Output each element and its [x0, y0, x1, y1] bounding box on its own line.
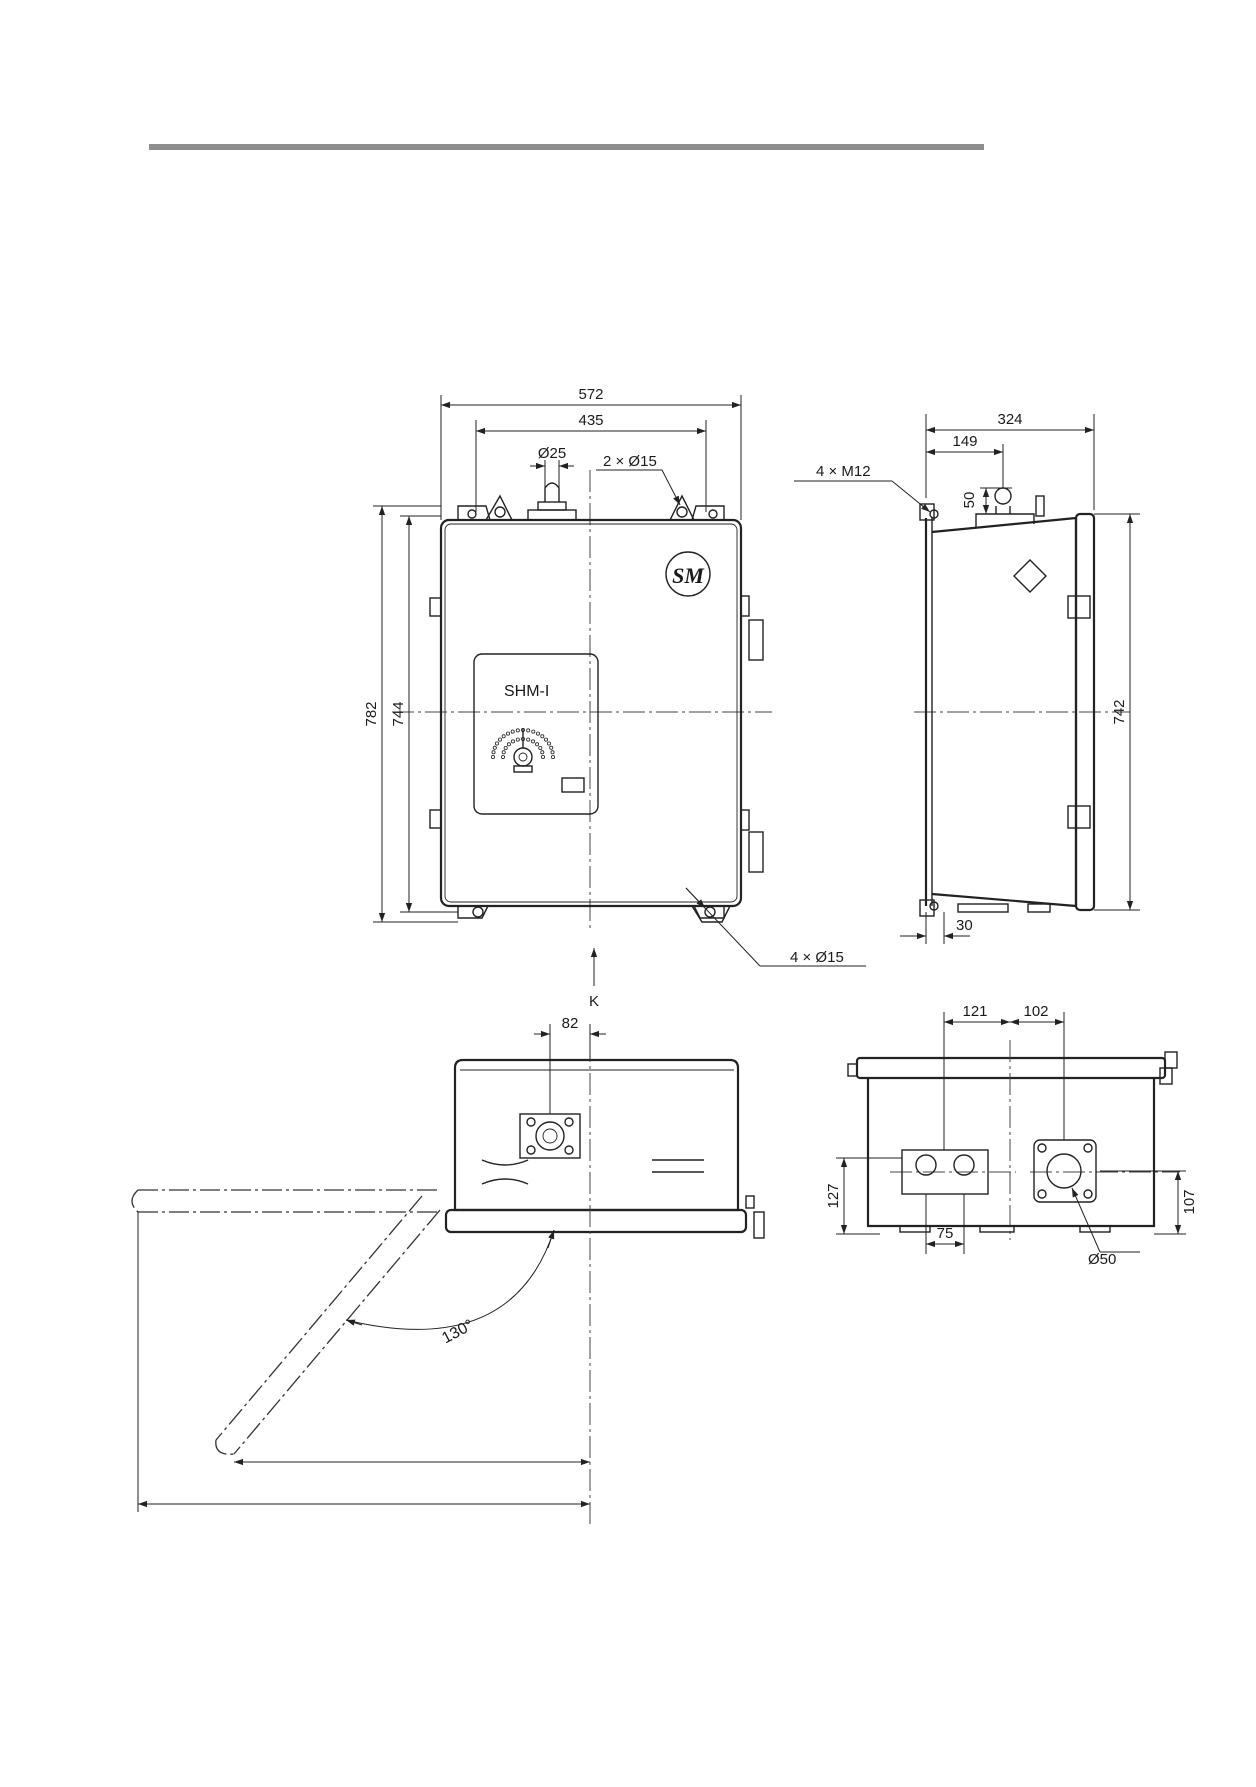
dim-107: 107: [1181, 1189, 1198, 1214]
dim-50: 50: [961, 492, 978, 509]
side-dimensions: 324 149 50 4 × M12 742 30: [794, 411, 1140, 944]
end-dimensions: 121 102 127 107 75 Ø50: [825, 1003, 1198, 1268]
dial-dot: [501, 734, 506, 739]
dial-dot: [506, 742, 511, 747]
view-marker-k: K: [589, 993, 599, 1010]
dial-dot: [510, 729, 515, 734]
dial-dot: [490, 755, 495, 760]
dial-dot: [547, 741, 552, 746]
dim-bottom-holes: 4 × Ø15: [790, 949, 844, 966]
dim-127: 127: [825, 1183, 842, 1208]
dim-130deg: 130°: [439, 1317, 476, 1348]
dim-572: 572: [578, 386, 603, 403]
dim-121: 121: [962, 1003, 987, 1020]
dim-m12: 4 × M12: [816, 463, 871, 480]
dial-dot: [526, 728, 531, 733]
dim-435: 435: [578, 412, 603, 429]
dial-dot: [503, 746, 508, 751]
dim-782: 782: [363, 701, 380, 726]
dial-dot: [521, 728, 526, 733]
dial-dot: [491, 750, 496, 755]
dial-dot: [549, 745, 554, 750]
dim-102: 102: [1023, 1003, 1048, 1020]
dim-149: 149: [952, 433, 977, 450]
dial-dot: [494, 741, 499, 746]
dial-dot: [500, 755, 505, 760]
dial-dot: [551, 755, 556, 760]
end-view: [847, 1040, 1180, 1240]
dial-dot: [550, 750, 555, 755]
dim-d50: Ø50: [1088, 1251, 1116, 1268]
dial-dot: [505, 731, 510, 736]
dial-dot: [515, 737, 520, 742]
header-rule: [149, 144, 984, 150]
dial-dot: [541, 755, 546, 760]
dim-324: 324: [997, 411, 1022, 428]
dim-744: 744: [390, 701, 407, 726]
dial-dot: [538, 746, 543, 751]
dial-dot: [501, 750, 506, 755]
front-dimensions: 572 435 Ø25 2 × Ø15 782 744 4 × Ø15 K: [363, 386, 866, 1010]
dial-dot: [526, 737, 531, 742]
dial-dot: [521, 737, 526, 742]
bottom-view: [131, 1040, 765, 1528]
dial-dot: [510, 739, 515, 744]
dim-75: 75: [937, 1225, 954, 1242]
bottom-dimensions: 82 130°: [137, 1015, 606, 1512]
dial-dot: [492, 745, 497, 750]
front-view: SM SHM-I: [392, 470, 772, 930]
sm-logo: SM: [672, 563, 705, 588]
dim-742: 742: [1111, 699, 1128, 724]
dim-top-holes: 2 × Ø15: [603, 453, 657, 470]
dial-dot: [531, 729, 536, 734]
dial-dot: [536, 731, 541, 736]
dial-dot: [544, 737, 549, 742]
dim-30: 30: [956, 917, 973, 934]
dial-dot: [515, 728, 520, 733]
model-label: SHM-I: [504, 683, 549, 700]
dim-82: 82: [562, 1015, 579, 1032]
dial-dot: [540, 750, 545, 755]
dial-dot: [535, 742, 540, 747]
dial-dot: [497, 737, 502, 742]
dial-dot: [540, 734, 545, 739]
dial-dot: [531, 739, 536, 744]
dim-d25: Ø25: [538, 445, 566, 462]
side-view: [914, 487, 1130, 917]
selector-dial: [490, 728, 556, 773]
